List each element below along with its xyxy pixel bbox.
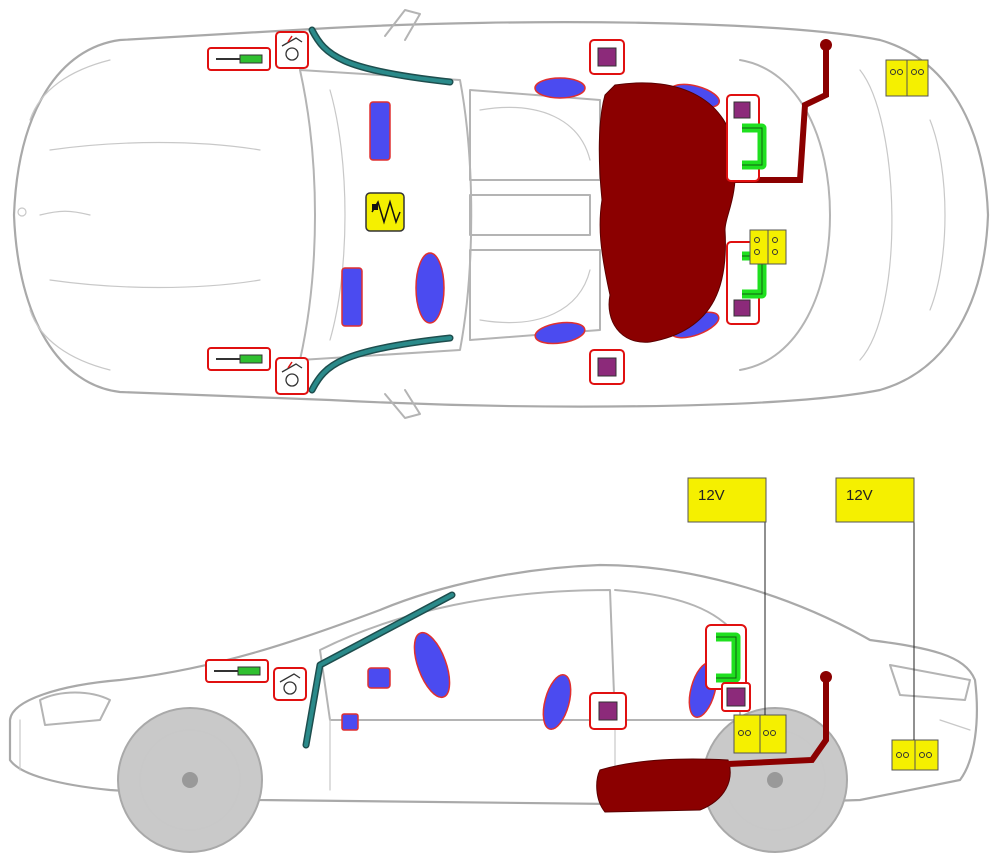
side-view [8, 563, 978, 853]
battery-label-box-1 [687, 477, 767, 523]
battery-icon [749, 229, 787, 265]
airbag-knee-side [341, 713, 359, 731]
airbag-dashboard-side [367, 667, 391, 689]
fuel-filler-pipe-side [725, 677, 829, 767]
airbag-side-front-right [534, 321, 586, 345]
bonnet-hinge-icon-right [275, 357, 309, 395]
airbag-dashboard-right [341, 267, 363, 327]
bonnet-hinge-icon [275, 31, 309, 69]
a-pillar-reinforcement-right-fill [310, 336, 452, 392]
battery-icon-side-rear-seat [733, 714, 787, 754]
a-pillar-reinforcement-left-fill [310, 28, 452, 84]
belt-tensioner-b-pillar-right-core [597, 357, 617, 377]
airbag-seat-front [542, 674, 572, 730]
control-unit-icon [365, 192, 405, 232]
top-view-car-body [12, 21, 990, 408]
roll-bar-side [705, 624, 747, 690]
belt-tensioner-side [589, 692, 627, 730]
battery-label-2: 12V [846, 487, 873, 504]
battery-label-1: 12V [698, 487, 725, 504]
gas-strut-icon-right [207, 347, 271, 371]
airbag-steering [415, 252, 445, 324]
airbag-curtain-front [413, 631, 451, 699]
fuel-filler-cap-top [820, 39, 832, 51]
battery-trunk-icon [885, 59, 929, 97]
battery-icon-side-trunk [891, 739, 939, 771]
fuel-filler-cap-side [820, 671, 832, 683]
belt-tensioner-rear-side [721, 682, 751, 712]
belt-tensioner-b-pillar-left-core [597, 47, 617, 67]
fuel-filler-pipe-top [732, 45, 829, 183]
fuel-tank-side [596, 758, 731, 813]
airbag-side-front-left [534, 77, 586, 99]
gas-strut-icon-side [205, 659, 269, 683]
battery-label-box-2 [835, 477, 915, 523]
top-view [12, 9, 990, 419]
airbag-dashboard-left [369, 101, 391, 161]
gas-strut-icon [207, 47, 271, 71]
bonnet-hinge-icon-side [273, 667, 307, 701]
roll-bar-left [726, 94, 767, 182]
